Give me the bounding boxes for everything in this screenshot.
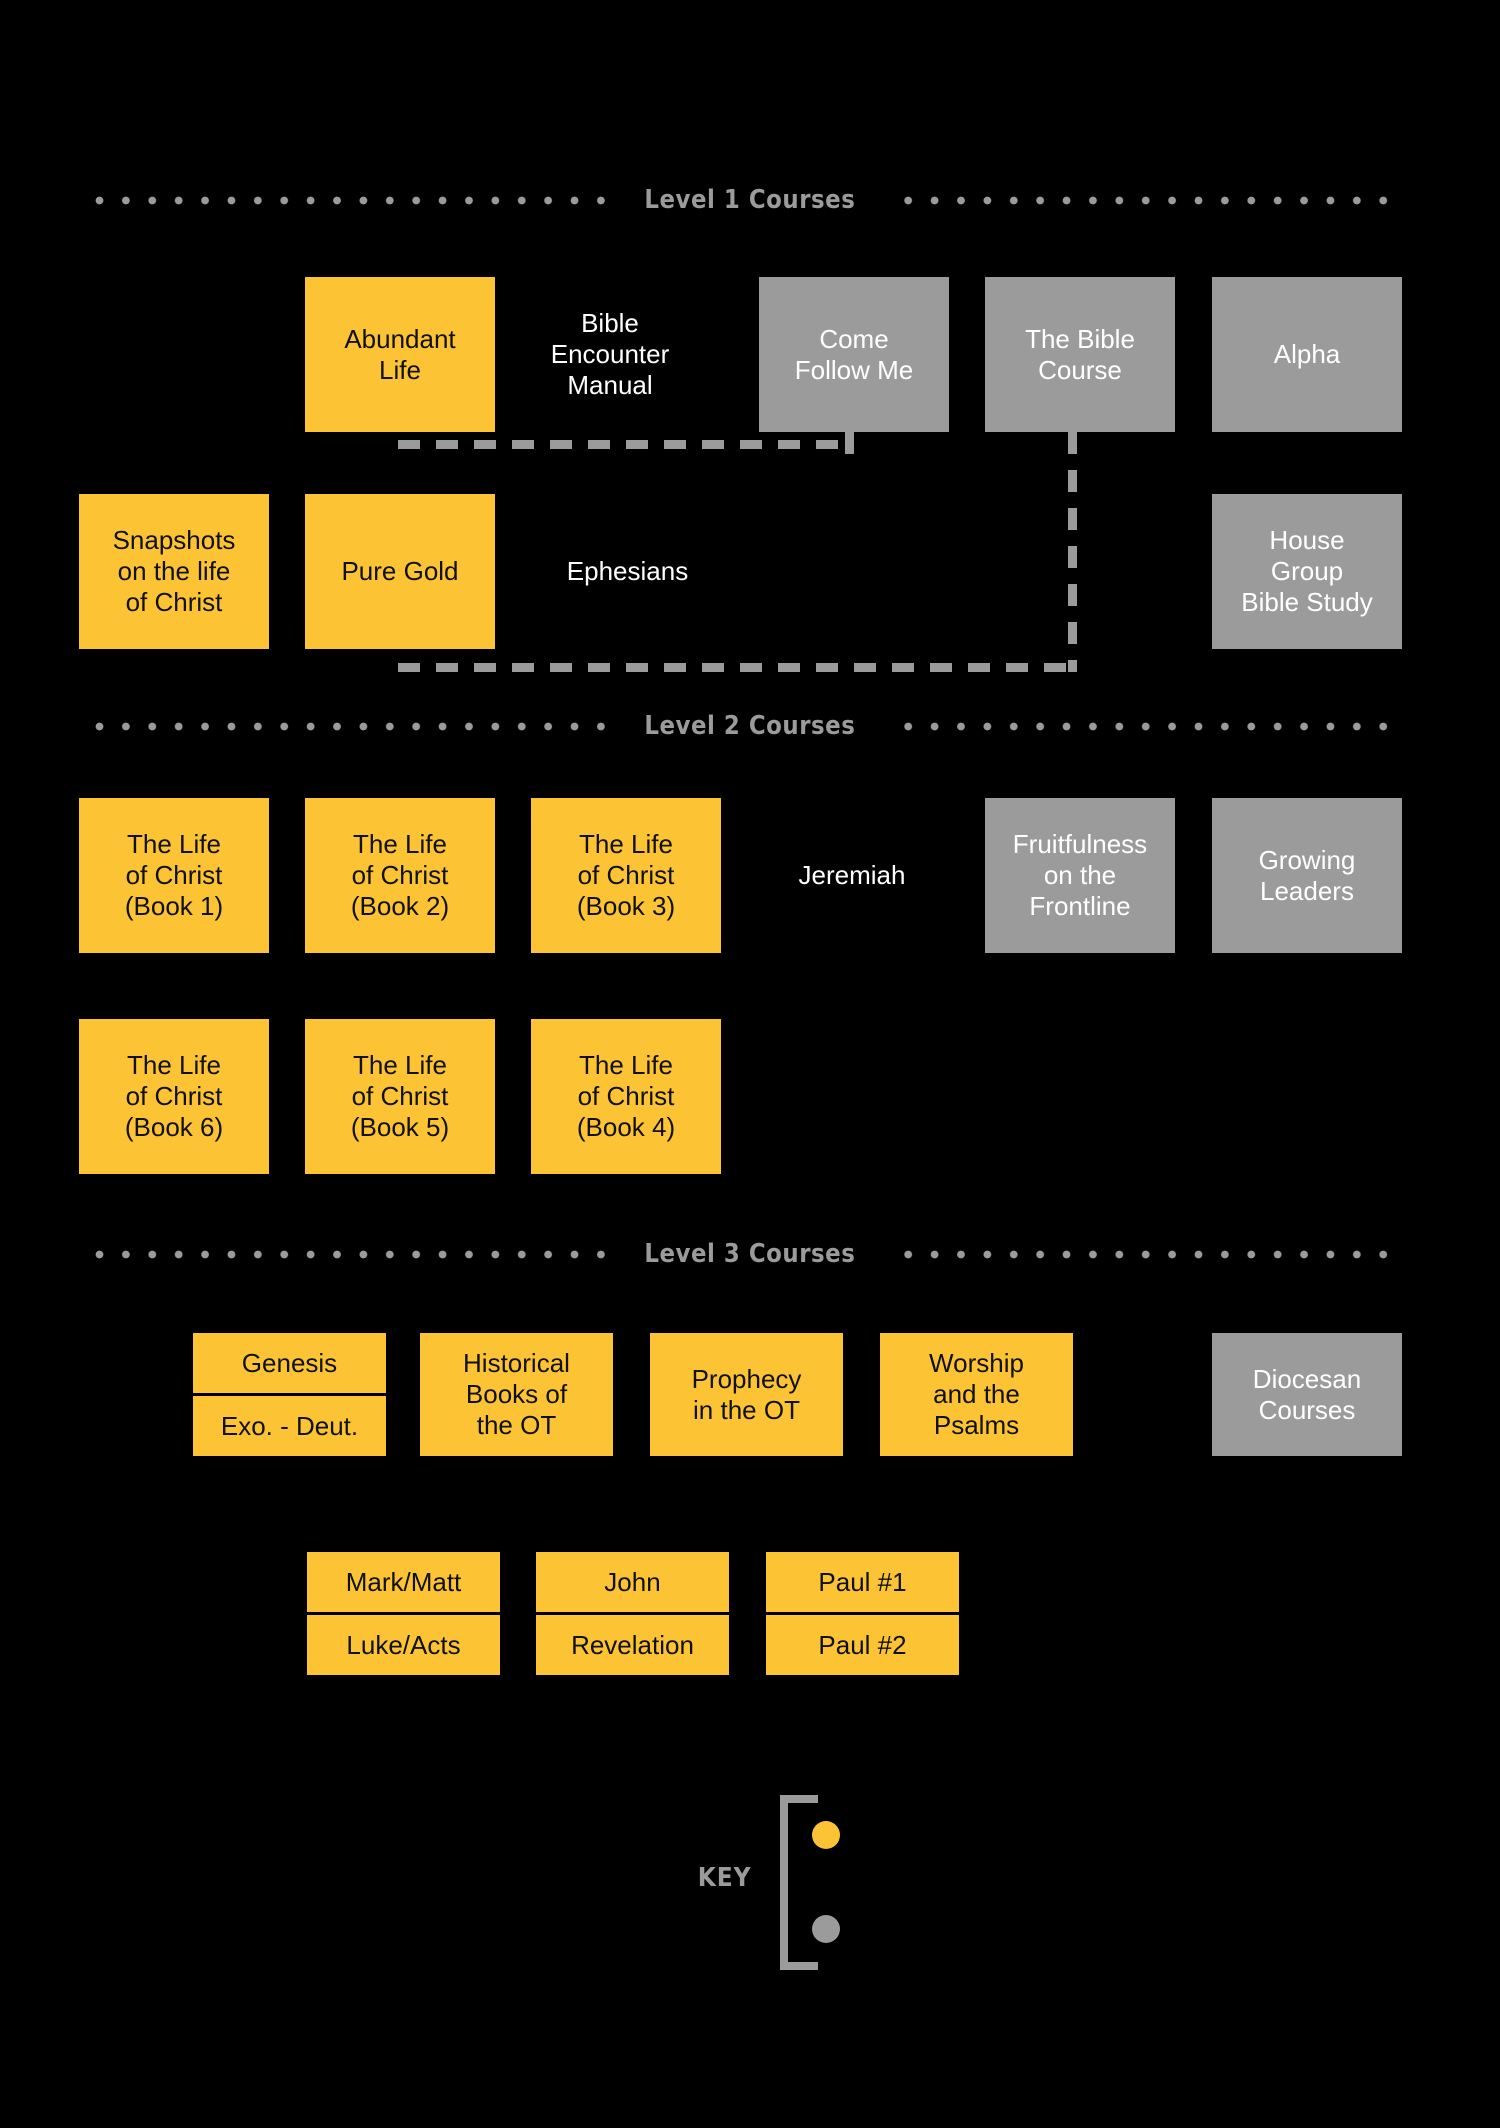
course-box-abundant-life[interactable]: Abundant Life: [305, 277, 495, 432]
course-label-bottom: Luke/Acts: [307, 1612, 500, 1675]
course-label: Jeremiah: [798, 860, 906, 891]
divider-level-1: Level 1 Courses: [95, 185, 1405, 215]
course-box-alpha[interactable]: Alpha: [1212, 277, 1402, 432]
course-box-jeremiah[interactable]: Jeremiah: [757, 798, 947, 953]
course-box-life-of-christ-book-1[interactable]: The Life of Christ (Book 1): [79, 798, 269, 953]
course-box-life-of-christ-book-5[interactable]: The Life of Christ (Book 5): [305, 1019, 495, 1174]
course-label: Alpha: [1273, 339, 1341, 370]
course-box-the-bible-course[interactable]: The Bible Course: [985, 277, 1175, 432]
course-box-life-of-christ-book-3[interactable]: The Life of Christ (Book 3): [531, 798, 721, 953]
course-label: Bible Encounter Manual: [550, 308, 670, 400]
course-box-pure-gold[interactable]: Pure Gold: [305, 494, 495, 649]
connector-bible-course-vertical: [1068, 432, 1077, 672]
course-label: Historical Books of the OT: [463, 1348, 570, 1440]
divider-label-level-1: Level 1 Courses: [644, 185, 856, 215]
course-label-bottom: Paul #2: [766, 1612, 959, 1675]
course-box-growing-leaders[interactable]: Growing Leaders: [1212, 798, 1402, 953]
course-label: The Life of Christ (Book 5): [350, 1050, 450, 1142]
course-label: Prophecy in the OT: [691, 1363, 802, 1425]
course-label: Pure Gold: [341, 556, 459, 587]
course-label: House Group Bible Study: [1241, 525, 1373, 617]
course-label-top: Mark/Matt: [345, 1566, 462, 1597]
course-label-top: Paul #1: [818, 1566, 907, 1597]
course-label: Abundant Life: [344, 323, 456, 385]
course-label-top: John: [604, 1566, 661, 1597]
key-label: KEY: [697, 1863, 752, 1893]
course-label: Ephesians: [566, 556, 689, 587]
divider-dots-left: [95, 721, 609, 731]
course-label: Come Follow Me: [794, 323, 914, 385]
course-label: Worship and the Psalms: [929, 1348, 1024, 1440]
course-box-mark-matt-luke-acts[interactable]: Mark/Matt Luke/Acts: [307, 1552, 500, 1675]
divider-label-level-3: Level 3 Courses: [644, 1239, 856, 1269]
course-label: Diocesan Courses: [1252, 1363, 1362, 1425]
divider-level-3: Level 3 Courses: [95, 1239, 1405, 1269]
course-label: Growing Leaders: [1258, 844, 1356, 906]
course-box-life-of-christ-book-6[interactable]: The Life of Christ (Book 6): [79, 1019, 269, 1174]
course-label: The Life of Christ (Book 2): [350, 829, 450, 921]
course-box-historical-books-of-the-ot[interactable]: Historical Books of the OT: [420, 1333, 613, 1456]
course-label: The Life of Christ (Book 3): [576, 829, 676, 921]
divider-dots-right: [891, 721, 1405, 731]
course-label: The Life of Christ (Book 1): [124, 829, 224, 921]
course-box-ephesians[interactable]: Ephesians: [530, 494, 725, 649]
course-box-life-of-christ-book-2[interactable]: The Life of Christ (Book 2): [305, 798, 495, 953]
course-box-life-of-christ-book-4[interactable]: The Life of Christ (Book 4): [531, 1019, 721, 1174]
connector-dashed-horizontal-lower: [398, 663, 1077, 672]
course-box-prophecy-in-the-ot[interactable]: Prophecy in the OT: [650, 1333, 843, 1456]
course-label: The Life of Christ (Book 4): [576, 1050, 676, 1142]
key-swatch-yellow-icon: [812, 1821, 840, 1849]
divider-level-2: Level 2 Courses: [95, 711, 1405, 741]
course-label-bottom: Revelation: [536, 1612, 729, 1675]
course-box-paul-1-paul-2[interactable]: Paul #1 Paul #2: [766, 1552, 959, 1675]
key-swatch-gray-icon: [812, 1915, 840, 1943]
divider-dots-right: [891, 1249, 1405, 1259]
divider-label-level-2: Level 2 Courses: [644, 711, 856, 741]
course-box-worship-and-the-psalms[interactable]: Worship and the Psalms: [880, 1333, 1073, 1456]
key-legend: KEY: [698, 1795, 980, 1970]
key-bracket: [780, 1795, 818, 1970]
course-box-snapshots-on-the-life-of-christ[interactable]: Snapshots on the life of Christ: [79, 494, 269, 649]
course-box-bible-encounter-manual[interactable]: Bible Encounter Manual: [495, 277, 725, 432]
course-box-house-group-bible-study[interactable]: House Group Bible Study: [1212, 494, 1402, 649]
course-label-bottom: Exo. - Deut.: [193, 1393, 386, 1456]
divider-dots-left: [95, 195, 609, 205]
course-box-fruitfulness-on-the-frontline[interactable]: Fruitfulness on the Frontline: [985, 798, 1175, 953]
course-box-genesis-exodus-deuteronomy[interactable]: Genesis Exo. - Deut.: [193, 1333, 386, 1456]
divider-dots-right: [891, 195, 1405, 205]
course-box-diocesan-courses[interactable]: Diocesan Courses: [1212, 1333, 1402, 1456]
course-label: The Bible Course: [1025, 323, 1135, 385]
course-box-john-revelation[interactable]: John Revelation: [536, 1552, 729, 1675]
course-box-come-follow-me[interactable]: Come Follow Me: [759, 277, 949, 432]
connector-dashed-horizontal-upper: [398, 440, 854, 449]
course-label: Snapshots on the life of Christ: [112, 525, 236, 617]
course-label-top: Genesis: [241, 1347, 338, 1378]
divider-dots-left: [95, 1249, 609, 1259]
course-label: The Life of Christ (Book 6): [124, 1050, 224, 1142]
course-label: Fruitfulness on the Frontline: [1012, 829, 1148, 921]
